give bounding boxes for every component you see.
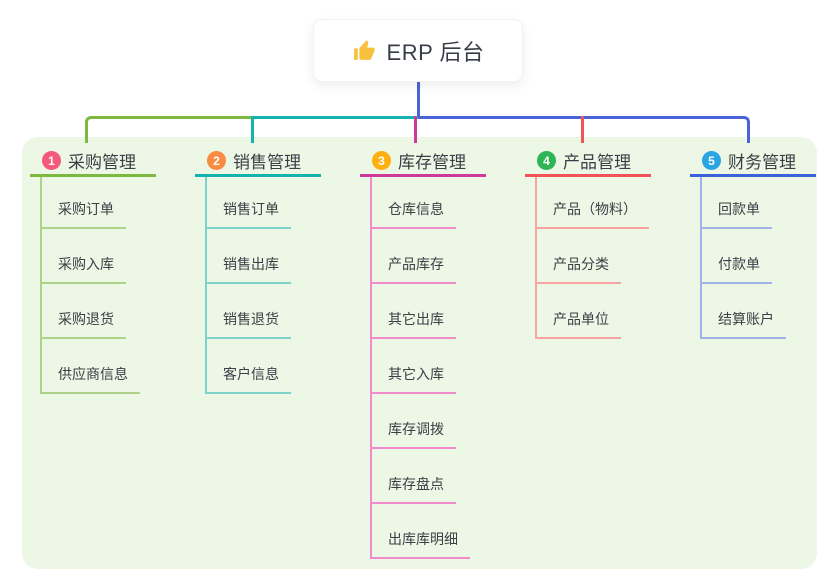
branch-title[interactable]: 2 销售管理 — [195, 147, 321, 177]
branch-2-connector-line — [254, 116, 418, 119]
child-node[interactable]: 客户信息 — [207, 339, 291, 394]
branch-4: 4 产品管理产品（物料）产品分类产品单位 — [525, 147, 695, 339]
branch-1-connector-line — [85, 116, 254, 143]
branch-1: 1 采购管理采购订单采购入库采购退货供应商信息 — [30, 147, 200, 394]
child-node[interactable]: 采购入库 — [42, 229, 126, 284]
branch-label: 销售管理 — [233, 153, 301, 172]
branch-number-badge: 4 — [537, 151, 556, 170]
child-node[interactable]: 其它入库 — [372, 339, 456, 394]
child-node[interactable]: 库存盘点 — [372, 449, 456, 504]
child-node[interactable]: 仓库信息 — [372, 177, 456, 229]
branch-4-drop-line — [581, 116, 584, 143]
child-node[interactable]: 供应商信息 — [42, 339, 140, 394]
branch-title[interactable]: 5 财务管理 — [690, 147, 816, 177]
branch-title[interactable]: 1 采购管理 — [30, 147, 156, 177]
root-node-label: ERP 后台 — [386, 39, 485, 65]
branch-children: 产品（物料）产品分类产品单位 — [535, 177, 649, 339]
child-node[interactable]: 采购退货 — [42, 284, 126, 339]
child-node[interactable]: 付款单 — [702, 229, 772, 284]
branch-title[interactable]: 3 库存管理 — [360, 147, 486, 177]
root-node[interactable]: ERP 后台 — [313, 19, 523, 82]
branches-panel — [22, 137, 817, 569]
child-node[interactable]: 采购订单 — [42, 177, 126, 229]
branch-label: 采购管理 — [68, 153, 136, 172]
branch-children: 回款单付款单结算账户 — [700, 177, 786, 339]
child-node[interactable]: 产品单位 — [537, 284, 621, 339]
branch-children: 仓库信息产品库存其它出库其它入库库存调拨库存盘点出库库明细 — [370, 177, 470, 559]
child-node[interactable]: 销售退货 — [207, 284, 291, 339]
branch-label: 库存管理 — [398, 153, 466, 172]
child-node[interactable]: 产品分类 — [537, 229, 621, 284]
child-node[interactable]: 库存调拨 — [372, 394, 456, 449]
branch-number-badge: 5 — [702, 151, 721, 170]
branch-number-badge: 3 — [372, 151, 391, 170]
branch-2-drop-line — [251, 116, 254, 143]
root-connector-line — [417, 82, 420, 119]
branch-3: 3 库存管理仓库信息产品库存其它出库其它入库库存调拨库存盘点出库库明细 — [360, 147, 530, 559]
branch-title[interactable]: 4 产品管理 — [525, 147, 651, 177]
thumbs-up-icon — [352, 38, 377, 63]
branch-5-connector-line — [418, 116, 750, 143]
branch-3-drop-line — [414, 116, 417, 143]
branch-children: 采购订单采购入库采购退货供应商信息 — [40, 177, 140, 394]
branch-5: 5 财务管理回款单付款单结算账户 — [690, 147, 839, 339]
child-node[interactable]: 销售出库 — [207, 229, 291, 284]
branch-children: 销售订单销售出库销售退货客户信息 — [205, 177, 291, 394]
branch-number-badge: 1 — [42, 151, 61, 170]
child-node[interactable]: 产品库存 — [372, 229, 456, 284]
child-node[interactable]: 结算账户 — [702, 284, 786, 339]
child-node[interactable]: 销售订单 — [207, 177, 291, 229]
child-node[interactable]: 出库库明细 — [372, 504, 470, 559]
branch-2: 2 销售管理销售订单销售出库销售退货客户信息 — [195, 147, 365, 394]
branch-label: 产品管理 — [563, 153, 631, 172]
child-node[interactable]: 产品（物料） — [537, 177, 649, 229]
child-node[interactable]: 其它出库 — [372, 284, 456, 339]
branch-number-badge: 2 — [207, 151, 226, 170]
branch-label: 财务管理 — [728, 153, 796, 172]
child-node[interactable]: 回款单 — [702, 177, 772, 229]
